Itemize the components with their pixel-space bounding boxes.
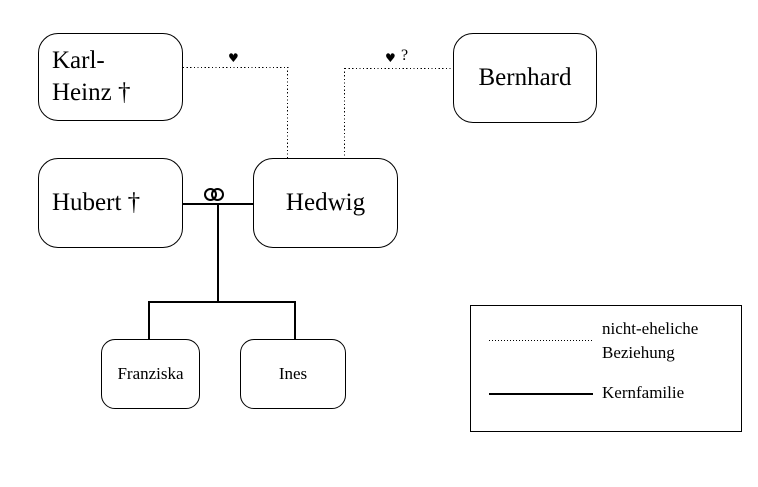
node-ines: Ines bbox=[240, 339, 346, 409]
children-stem-line bbox=[217, 204, 219, 302]
node-label-line2: Heinz † bbox=[52, 79, 131, 106]
sibling-bar-line bbox=[148, 301, 295, 303]
node-label: Hubert † bbox=[52, 189, 141, 216]
nonmarital-relation-line-bernhard-hedwig-vertical bbox=[344, 68, 346, 158]
node-label: Hedwig bbox=[285, 189, 366, 216]
question-mark: ? bbox=[401, 47, 409, 64]
node-label: Franziska bbox=[117, 364, 184, 383]
node-hubert: Hubert † bbox=[38, 158, 183, 248]
heart-icon: ♥ bbox=[228, 51, 239, 65]
legend-dotted-label-line1: nicht-eheliche bbox=[602, 319, 699, 338]
ring-right bbox=[211, 188, 224, 201]
marriage-rings-icon bbox=[204, 188, 224, 201]
legend-box: nicht-eheliche Beziehung Kernfamilie bbox=[470, 305, 742, 432]
nonmarital-relation-line-bernhard-hedwig-horizontal bbox=[345, 68, 453, 70]
nonmarital-relation-line-karlheinz-hedwig-vertical bbox=[287, 67, 289, 158]
marriage-line bbox=[183, 203, 253, 205]
legend-solid-label: Kernfamilie bbox=[602, 383, 685, 402]
legend-dotted-label: nicht-eheliche Beziehung bbox=[602, 317, 698, 365]
node-bernhard: Bernhard bbox=[453, 33, 597, 123]
legend-dotted-label-line2: Beziehung bbox=[602, 343, 675, 362]
node-franziska: Franziska bbox=[101, 339, 200, 409]
node-label-line1: Karl- bbox=[52, 47, 105, 74]
node-hedwig: Hedwig bbox=[253, 158, 398, 248]
node-label: Ines bbox=[278, 364, 308, 383]
heart-icon: ♥ bbox=[385, 51, 396, 65]
child-drop-line-ines bbox=[294, 301, 296, 339]
legend-dotted-line-sample bbox=[489, 340, 593, 342]
node-label: Bernhard bbox=[478, 64, 572, 91]
child-drop-line-franziska bbox=[148, 301, 150, 339]
nonmarital-relation-line-karlheinz-hedwig-horizontal bbox=[183, 67, 289, 69]
legend-solid-line-sample bbox=[489, 393, 593, 395]
node-karl-heinz: Karl- Heinz † bbox=[38, 33, 183, 121]
